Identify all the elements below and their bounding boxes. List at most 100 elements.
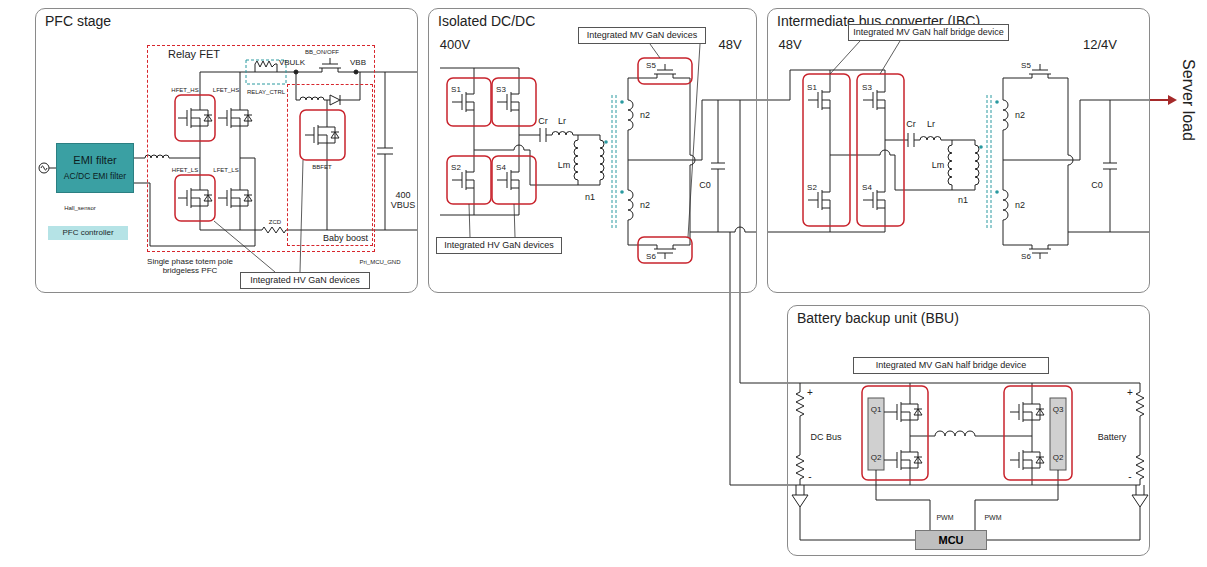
- circuit-label: VBB: [350, 58, 366, 67]
- gan-highlight: [638, 237, 692, 263]
- bbu-schematic: [888, 440, 922, 480]
- circuit-label: n1: [585, 192, 595, 202]
- bus-wire: [740, 293, 787, 383]
- gan-highlight: [638, 58, 692, 84]
- circuit-label: Lm: [558, 160, 571, 170]
- leader-line: [214, 160, 303, 272]
- pfc-schematic: [218, 98, 252, 138]
- polarity-dot: [995, 190, 999, 194]
- pfc-schematic: [39, 58, 418, 246]
- circuit-label: RELAY_CTRL: [247, 89, 285, 96]
- gan-highlight: [447, 58, 692, 263]
- bbu-schematic: [884, 383, 1032, 485]
- bbu-schematic: [787, 383, 1140, 485]
- circuit-label: Single phase totem pole bridgeless PFC: [140, 257, 240, 275]
- box-label: Integrated MV GaN half bridge device: [876, 360, 1027, 370]
- controller-box: PFC controller: [48, 226, 128, 240]
- output-arrow: [1150, 99, 1169, 101]
- circuit-label: 48V: [718, 38, 741, 53]
- resistor-symbol: [255, 61, 277, 72]
- circuit-label: n2: [1015, 200, 1025, 210]
- gan-highlight: [862, 386, 1072, 480]
- circuit-label: Lr: [558, 116, 566, 126]
- circuit-label: BB_ON/OFF: [305, 49, 339, 56]
- llc-schematic: [474, 145, 600, 185]
- pfc-schematic: [305, 115, 339, 155]
- circuit-label: Q3: [1053, 405, 1064, 414]
- circuit-label: n2: [640, 110, 650, 120]
- circuit-label: LFET_LS: [213, 167, 238, 174]
- llc-schematic: [685, 78, 695, 245]
- leader-line: [830, 41, 900, 74]
- gan-highlight: [492, 156, 536, 204]
- circuit-label: S6: [1021, 252, 1031, 261]
- circuit-label: C0: [1091, 180, 1103, 190]
- circuit-label: Pri_MCU_GND: [359, 259, 400, 266]
- pfc-schematic: [134, 158, 255, 246]
- circuit-label: LFET_HS: [213, 87, 239, 94]
- gan-highlight: [300, 110, 345, 160]
- llc-schematic: [497, 160, 519, 200]
- dashed-region: Relay FETBaby boost: [147, 45, 375, 252]
- ibc-schematic: [808, 180, 830, 220]
- gan-highlight: [803, 74, 904, 226]
- magnetizing-inductor: [574, 135, 578, 185]
- ibc-schematic: [863, 80, 885, 120]
- gan-highlight: [1004, 386, 1072, 480]
- bbu-schematic: [888, 392, 922, 432]
- circuit-label: Lm: [932, 160, 945, 170]
- circuit-label: PWM: [984, 514, 1001, 522]
- circuit-label: Cr: [538, 116, 548, 126]
- circuit-label: S1: [451, 85, 461, 94]
- circuit-label: C0: [699, 180, 711, 190]
- circuit-label: S4: [862, 183, 872, 192]
- circuit-label: +: [1127, 387, 1133, 399]
- ibc-schematic: [767, 64, 1150, 259]
- circuit-label: Cr: [906, 119, 916, 129]
- polarity-dot: [995, 100, 999, 104]
- boost-inductor: [296, 72, 330, 100]
- gate-driver-block: [1050, 398, 1066, 470]
- mcu-box: MCU: [915, 530, 987, 550]
- leader-line: [830, 41, 900, 74]
- transformer-winding: [975, 145, 979, 190]
- circuit-label: n1: [958, 195, 968, 205]
- panel-title: Battery backup unit (BBU): [797, 310, 1140, 326]
- circuit-label: DC Bus: [810, 432, 841, 442]
- leader-line: [214, 160, 303, 272]
- resonant-tank: [885, 133, 975, 147]
- llc-schematic: [440, 122, 519, 215]
- capacitor-symbol: [1103, 100, 1117, 232]
- llc-schematic: [452, 82, 474, 122]
- pfc-schematic: [200, 138, 240, 178]
- circuit-label: HFET_HS: [171, 87, 198, 94]
- circuit-label: S4: [496, 163, 506, 172]
- circuit-label: 12/4V: [1083, 38, 1117, 53]
- panel-title: PFC stage: [45, 13, 408, 29]
- ibc-schematic: [863, 180, 885, 220]
- sense-amplifier: [1132, 495, 1148, 507]
- circuit-label: Lr: [927, 119, 935, 129]
- transformer-winding: [600, 140, 604, 185]
- pfc-schematic: [200, 72, 310, 98]
- transformer-core: [612, 95, 616, 230]
- node-dot: [354, 70, 358, 74]
- box-label: Integrated MV GaN devices: [587, 30, 698, 40]
- sense-amplifier: [792, 495, 808, 507]
- circuit-label: 400 VBUS: [388, 190, 418, 211]
- bus-wire: [757, 100, 767, 101]
- circuit-label: 48V: [778, 38, 801, 53]
- transformer-core: [987, 95, 991, 230]
- callout-box: Integrated MV GaN half bridge device: [848, 24, 1009, 41]
- circuit-label: +: [807, 387, 813, 399]
- gan-highlight: [857, 74, 904, 226]
- gan-highlight: [175, 175, 215, 221]
- pfc-schematic: [218, 178, 252, 218]
- transformer-winding: [628, 78, 645, 245]
- circuit-label: S2: [451, 163, 461, 172]
- circuit-label: S6: [646, 252, 656, 261]
- circuit-label: PWM: [936, 514, 953, 522]
- gan-highlight: [492, 78, 536, 126]
- capacitor-symbol: [377, 72, 393, 230]
